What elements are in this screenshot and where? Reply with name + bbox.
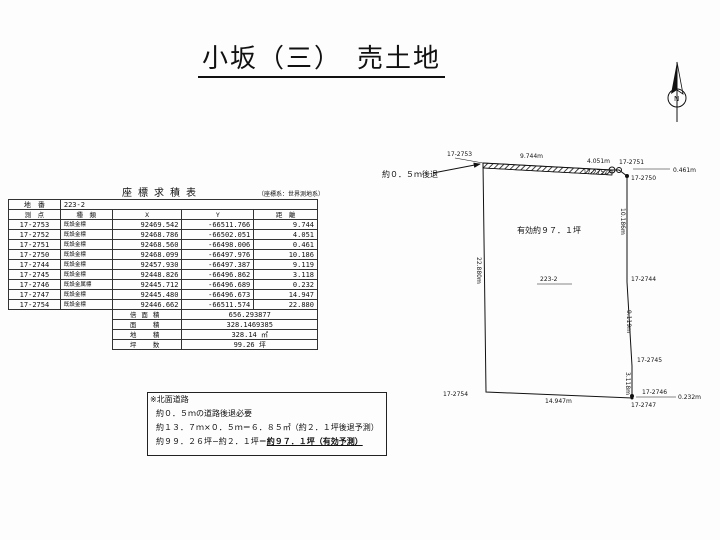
note-line-4-text: 約９９．２６坪−約２．１坪＝ xyxy=(156,437,267,446)
dimension-10186: 10.186m xyxy=(619,208,626,235)
coordinate-system-label: （座標系：世界測地系） xyxy=(258,191,325,198)
note-line-3: 約１３．７ｍ×０．５ｍ＝６．８５㎡（約２．１坪後退予測） xyxy=(156,423,379,432)
point-label-2745: 17-2745 xyxy=(637,357,662,364)
note-line-1: ※北面道路 xyxy=(150,395,189,404)
point-marker-2752 xyxy=(608,166,616,174)
summary-label: 坪 数 xyxy=(111,339,183,350)
point-label-2754: 17-2754 xyxy=(443,391,468,398)
point-marker-2747 xyxy=(630,396,634,400)
note-line-2: 約０．５ｍの道路後退必要 xyxy=(156,409,252,418)
point-marker-2750 xyxy=(625,174,629,178)
point-label-2747: 17-2747 xyxy=(631,402,656,409)
page-title: 小坂（三） 売土地 xyxy=(198,44,446,78)
dimension-3118: 3.118m xyxy=(624,372,631,395)
point-label-2744: 17-2744 xyxy=(631,276,656,283)
point-label-2751: 17-2751 xyxy=(619,159,644,166)
point-label-2753: 17-2753 xyxy=(447,151,472,158)
setback-arrow xyxy=(432,162,481,174)
north-label: N xyxy=(674,95,679,103)
dimension-0232: 0.232m xyxy=(678,394,701,401)
notes-box: ※北面道路 約０．５ｍの道路後退必要 約１３．７ｍ×０．５ｍ＝６．８５㎡（約２．… xyxy=(147,392,387,456)
cell-type: 既設金標 xyxy=(59,299,113,310)
table-title: 座標求積表 xyxy=(122,188,202,199)
point-label-2750: 17-2750 xyxy=(631,175,656,182)
cell-point: 17-2754 xyxy=(8,299,61,310)
lot-boundary xyxy=(482,162,633,399)
dimension-22880: 22.880m xyxy=(475,257,482,284)
lot-number-label: 223-2 xyxy=(540,276,558,283)
setback-line xyxy=(482,167,613,176)
summary-value: 99.26 坪 xyxy=(181,339,318,350)
setback-label: 約０．５ｍ後退 xyxy=(382,169,438,179)
note-line-4: 約９９．２６坪−約２．１坪＝約９７．１坪（有効予測） xyxy=(156,436,363,447)
point-label-2746: 17-2746 xyxy=(642,389,667,396)
effective-area-label: 有効約９７．１坪 xyxy=(517,225,581,235)
point-label-2752: 17-2752 xyxy=(583,169,608,176)
dimension-14947: 14.947m xyxy=(545,398,572,405)
dimension-9119: 9.119m xyxy=(625,310,632,333)
dimension-4051: 4.051m xyxy=(587,158,610,165)
note-line-5-emphasis: 約９７．１坪（有効予測） xyxy=(266,437,363,446)
dimension-9744: 9.744m xyxy=(520,153,543,160)
north-arrow-icon: N xyxy=(667,61,687,122)
point-marker-2751 xyxy=(616,167,622,173)
leader-2753 xyxy=(454,157,484,164)
dimension-0461: 0.461m xyxy=(673,167,696,174)
